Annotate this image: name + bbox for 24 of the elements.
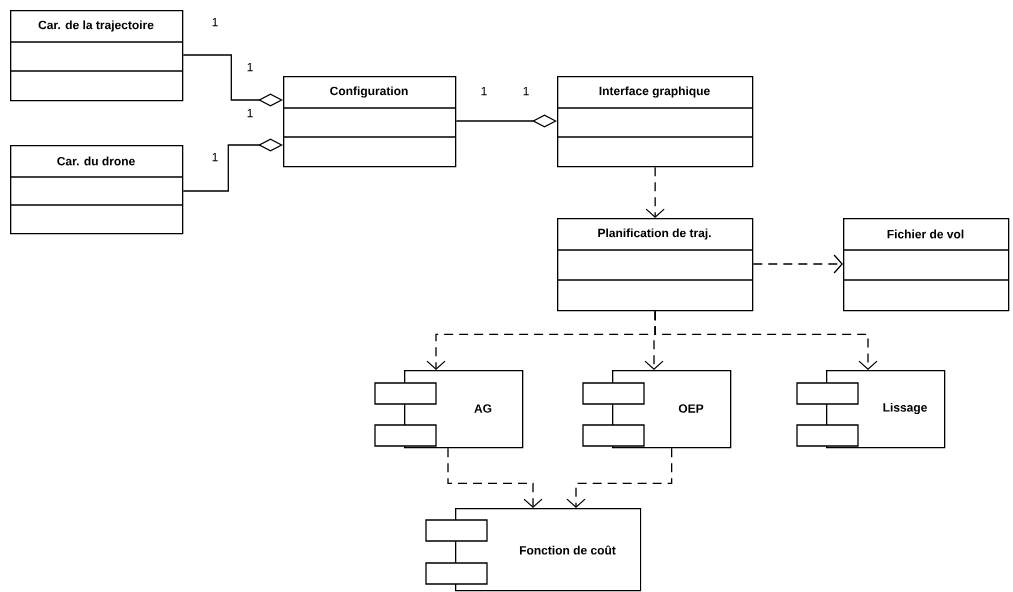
- component-box: OEP: [582, 370, 732, 449]
- connector: [752, 254, 843, 274]
- connector: [182, 54, 283, 107]
- class-box: Car. du drone: [9, 145, 184, 235]
- multiplicity-label: 1: [212, 152, 218, 162]
- connector: [447, 447, 543, 508]
- class-box: Interface graphique: [556, 76, 754, 168]
- class-box: Configuration: [282, 76, 457, 168]
- multiplicity-label: 1: [247, 108, 253, 118]
- component-box: Fonction de coût: [425, 508, 642, 592]
- class-box: Planification de traj.: [556, 218, 754, 312]
- multiplicity-label: 1: [481, 86, 487, 96]
- connector: [645, 166, 665, 218]
- connector: [654, 310, 878, 370]
- class-box: Fichier de vol: [842, 218, 1010, 312]
- connector: [182, 138, 283, 192]
- connector: [566, 447, 673, 508]
- multiplicity-label: 1: [247, 62, 253, 72]
- component-box: AG: [374, 370, 524, 449]
- component-box: Lissage: [796, 370, 946, 449]
- class-box: Car. de la trajectoire: [9, 10, 184, 102]
- multiplicity-label: 1: [212, 17, 218, 27]
- connector: [455, 114, 557, 128]
- multiplicity-label: 1: [523, 86, 529, 96]
